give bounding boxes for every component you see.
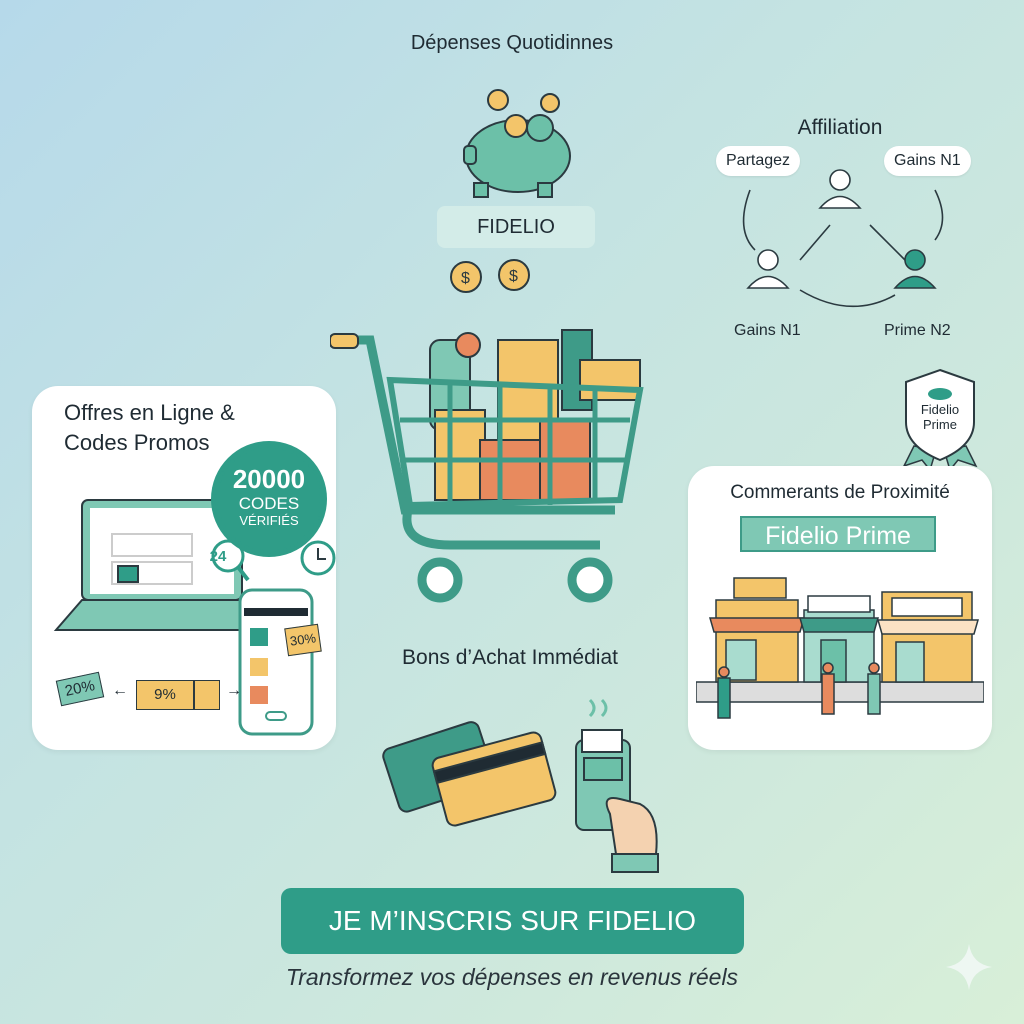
prime-n2-label: Prime N2 bbox=[884, 322, 951, 339]
laptop-icon bbox=[53, 499, 250, 631]
svg-text:$: $ bbox=[509, 268, 518, 285]
badge-number: 20000 bbox=[232, 464, 306, 494]
badge-line: Fidelio bbox=[920, 402, 960, 417]
gains-n1-bubble: Gains N1 bbox=[884, 146, 971, 176]
search-icon bbox=[211, 539, 250, 582]
storefronts-illustration bbox=[696, 577, 984, 719]
smartphone-icon bbox=[238, 588, 314, 736]
fidelio-prime-banner: Fidelio Prime bbox=[740, 516, 936, 552]
payment-cards-icon bbox=[382, 721, 557, 827]
fidelio-prime-shield bbox=[902, 368, 978, 472]
coupon-30: 30% bbox=[284, 623, 322, 657]
share-bubble: Partagez bbox=[716, 146, 801, 176]
piggy-bank-icon bbox=[463, 89, 571, 198]
coupon-9: 9% bbox=[136, 680, 194, 710]
coins-icon: $$ bbox=[450, 259, 530, 293]
title-line: Offres en Ligne & bbox=[64, 400, 235, 425]
svg-text:$: $ bbox=[461, 270, 470, 287]
signup-button[interactable]: JE M’INSCRIS SUR FIDELIO bbox=[281, 888, 744, 954]
arrow-left-icon: ← bbox=[112, 682, 128, 699]
affiliation-network-diagram bbox=[742, 169, 944, 308]
coupon-stub bbox=[194, 680, 220, 710]
badge-line: Prime bbox=[923, 417, 957, 432]
tagline: Transformez vos dépenses en revenus réel… bbox=[285, 964, 739, 990]
badge-line: CODES bbox=[238, 494, 300, 513]
arrow-right-icon: → bbox=[226, 682, 242, 699]
vouchers-title: Bons d’Achat Immédiat bbox=[402, 646, 618, 669]
header-title: Dépenses Quotidinnes bbox=[410, 32, 614, 54]
brand-pill: FIDELIO bbox=[437, 206, 595, 248]
title-line: Codes Promos bbox=[64, 430, 210, 455]
verified-codes-badge: 20000 CODES VÉRIFIÉS bbox=[214, 444, 324, 554]
local-merchants-title: Commerants de Proximité bbox=[730, 482, 950, 503]
payment-terminal-icon bbox=[575, 698, 659, 873]
sparkle-icon bbox=[946, 944, 992, 990]
clock-icon bbox=[300, 540, 336, 576]
gains-n1-label: Gains N1 bbox=[734, 322, 801, 339]
search-count: 24 bbox=[209, 548, 227, 565]
affiliation-title: Affiliation bbox=[797, 116, 883, 139]
badge-line: VÉRIFIÉS bbox=[239, 513, 299, 528]
shopping-cart-icon bbox=[330, 329, 644, 603]
online-offers-title: Offres en Ligne & Codes Promos bbox=[64, 398, 235, 458]
